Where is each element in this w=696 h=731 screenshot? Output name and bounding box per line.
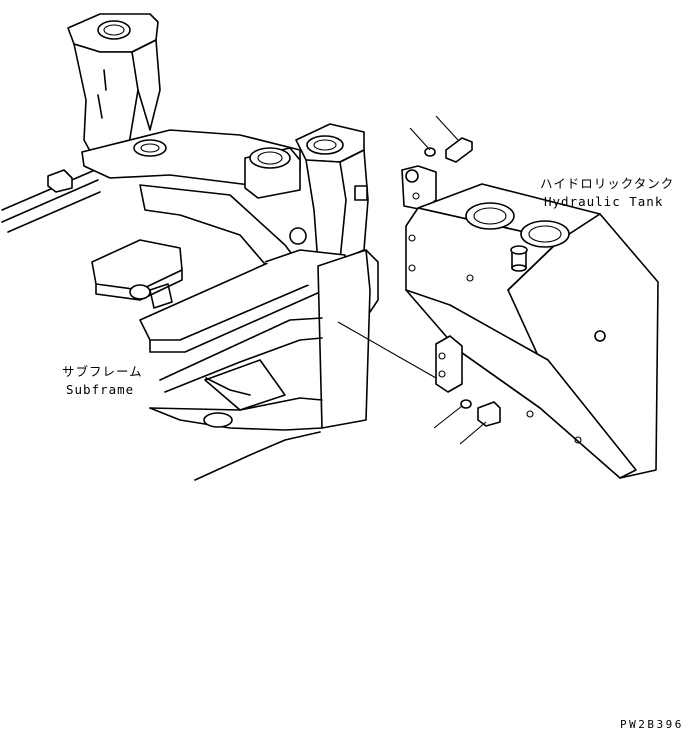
subframe-label-english: Subframe bbox=[66, 382, 134, 397]
subframe-label-japanese: サブフレーム bbox=[62, 364, 143, 379]
subframe-assembly bbox=[1, 13, 379, 481]
drawing-code: PW2B396 bbox=[620, 718, 684, 731]
leader-lines bbox=[337, 115, 487, 445]
tank-label-english: Hydraulic Tank bbox=[544, 194, 663, 209]
hydraulic-tank-assembly bbox=[401, 137, 659, 479]
tank-label-japanese: ハイドロリックタンク bbox=[540, 176, 674, 191]
